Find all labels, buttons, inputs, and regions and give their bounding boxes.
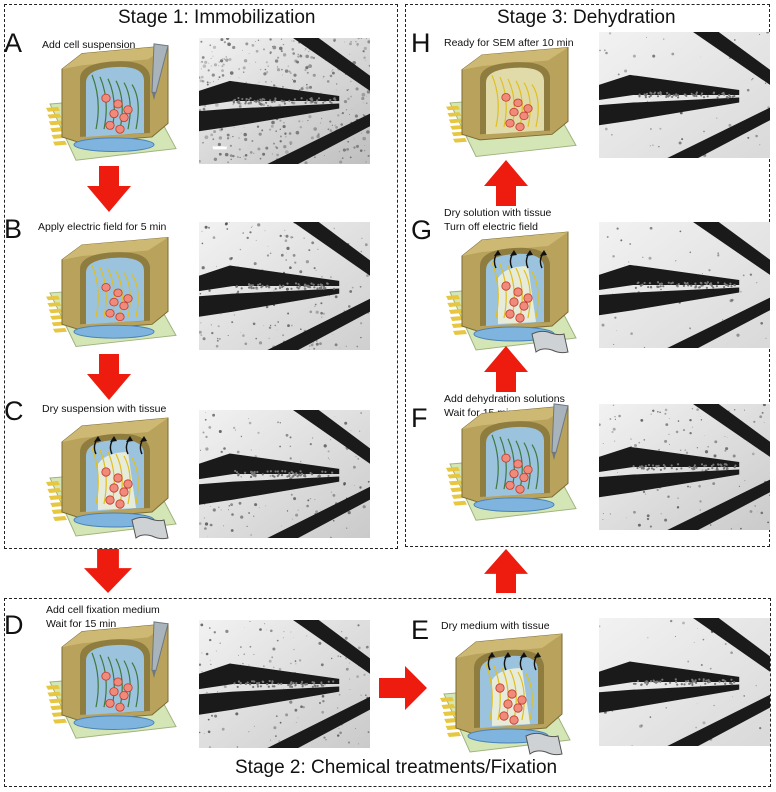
panel-letter-c: C bbox=[4, 396, 24, 426]
micrograph-d bbox=[199, 620, 370, 748]
stage1-box bbox=[4, 4, 398, 549]
device-illustration-e bbox=[430, 628, 580, 758]
panel-letter-h: H bbox=[411, 28, 431, 58]
arrow-c-to-d bbox=[84, 549, 132, 593]
micrograph-h bbox=[599, 32, 770, 158]
stage3-title: Stage 3: Dehydration bbox=[497, 7, 676, 28]
device-illustration-g bbox=[436, 226, 586, 356]
panel-letter-g: G bbox=[411, 215, 433, 245]
step-h-text: Ready for SEM after 10 min bbox=[444, 37, 574, 49]
step-g-text-2: Turn off electric field bbox=[444, 221, 538, 233]
device-illustration-b bbox=[36, 232, 186, 352]
arrow-g-to-h bbox=[484, 160, 528, 206]
stage2-title: Stage 2: Chemical treatments/Fixation bbox=[235, 757, 558, 778]
micrograph-e bbox=[599, 618, 770, 746]
step-c-text: Dry suspension with tissue bbox=[42, 403, 167, 415]
step-d-text-2: Wait for 15 min bbox=[46, 618, 117, 630]
stage1-title: Stage 1: Immobilization bbox=[118, 7, 316, 28]
panel-letter-a: A bbox=[4, 28, 23, 58]
device-illustration-c bbox=[36, 412, 186, 542]
arrow-d-to-e bbox=[379, 666, 427, 710]
panel-letter-b: B bbox=[4, 214, 23, 244]
step-a-text: Add cell suspension bbox=[42, 39, 136, 51]
step-b-text: Apply electric field for 5 min bbox=[38, 221, 167, 233]
micrograph-b bbox=[199, 222, 370, 350]
micrograph-g bbox=[599, 222, 770, 348]
device-illustration-d bbox=[36, 618, 186, 744]
panel-letter-f: F bbox=[411, 403, 428, 433]
arrow-b-to-c bbox=[87, 354, 131, 400]
stage2-box bbox=[4, 598, 771, 787]
step-e-text: Dry medium with tissue bbox=[441, 620, 550, 632]
device-illustration-h bbox=[436, 42, 586, 162]
device-illustration-a bbox=[36, 40, 186, 166]
step-d-text-1: Add cell fixation medium bbox=[46, 604, 160, 616]
micrograph-a bbox=[199, 38, 370, 164]
panel-letter-e: E bbox=[411, 615, 430, 645]
device-illustration-f bbox=[436, 400, 586, 526]
micrograph-f bbox=[599, 404, 770, 530]
arrow-a-to-b bbox=[87, 166, 131, 212]
step-f-text-1: Add dehydration solutions bbox=[444, 393, 565, 405]
arrow-e-to-f bbox=[484, 549, 528, 593]
step-g-text-1: Dry solution with tissue bbox=[444, 207, 552, 219]
panel-letter-d: D bbox=[4, 610, 24, 640]
arrow-f-to-g bbox=[484, 346, 528, 392]
micrograph-c bbox=[199, 410, 370, 538]
